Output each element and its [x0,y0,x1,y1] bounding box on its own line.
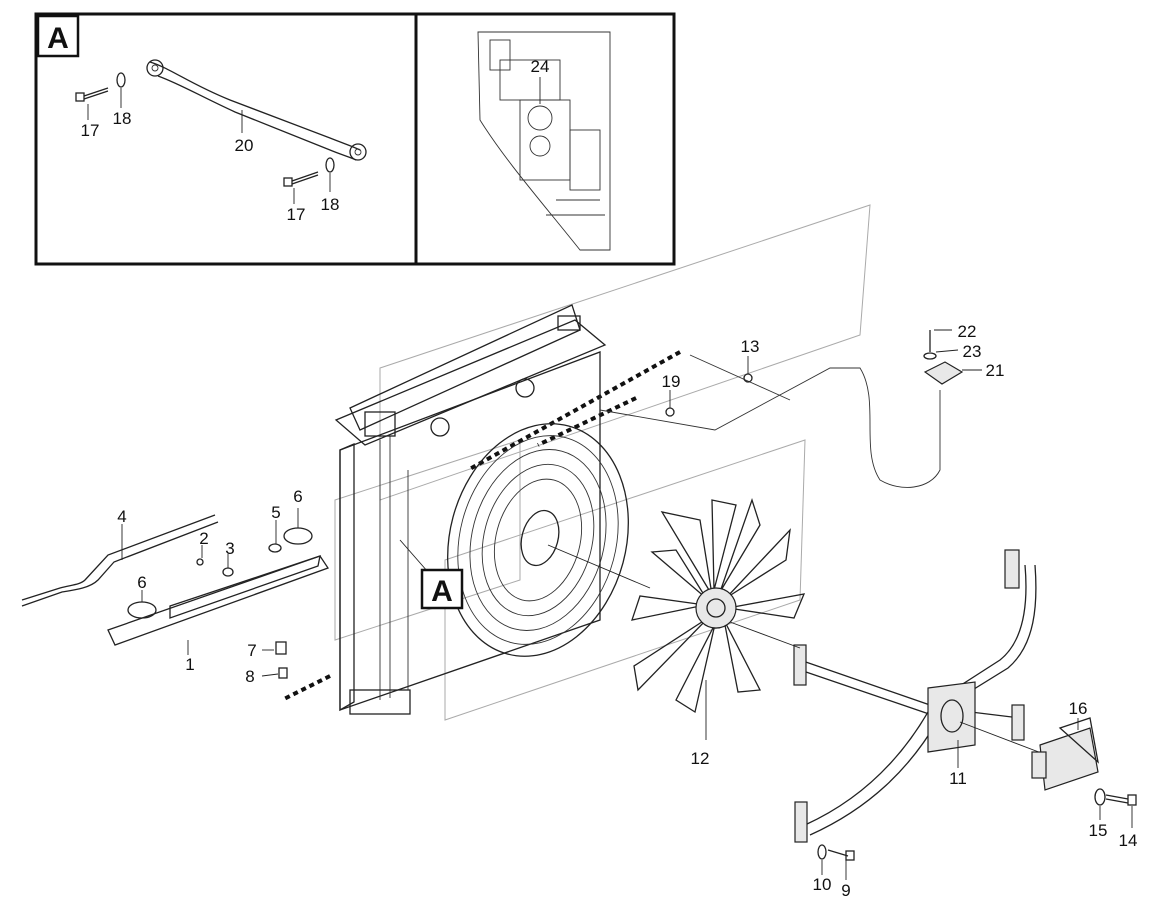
washer-18-right [325,157,335,173]
callout-17-b: 17 [287,205,306,224]
bolt-17-right [283,171,319,187]
detail-label-box [36,14,80,58]
callout-7: 7 [247,641,256,660]
small-parts-left [127,508,313,679]
callout-label-box [420,568,464,610]
bolt-7 [275,641,287,655]
fan-bracket-11 [729,549,1045,843]
callout-19: 19 [662,372,681,391]
callout-20: 20 [235,136,254,155]
detail-view-box: A [34,12,676,266]
fan-12 [631,497,806,740]
callout-18-a: 18 [113,109,132,128]
spacer-8 [278,667,288,679]
callout-2: 2 [199,529,208,548]
washer-5 [268,543,282,553]
callout-17-a: 17 [81,121,100,140]
dashed-routes [281,350,681,702]
callout-18-b: 18 [321,195,340,214]
callout-labels: 17 18 20 17 18 24 4 2 3 5 6 6 1 7 8 13 1… [81,57,1138,900]
bolt-2 [196,558,204,566]
detail-callout-marker: A [399,539,464,610]
washer-18-left [116,72,126,88]
tie-rod-20 [146,59,367,161]
rubber-strip-4 [21,514,219,607]
callout-6-right: 6 [293,487,302,506]
mount-bracket-1 [107,555,330,655]
callout-4: 4 [117,507,126,526]
washer-10 [817,844,827,860]
detail-frame [34,12,676,266]
washer-6-right [283,527,313,545]
cable-harness [599,354,941,488]
callout-23: 23 [963,342,982,361]
callout-24: 24 [531,57,550,76]
bracket-21 [923,329,982,385]
callout-3: 3 [225,539,234,558]
callout-12: 12 [691,749,710,768]
callout-15: 15 [1089,821,1108,840]
callout-11: 11 [949,769,967,788]
radiator-assembly [334,304,607,715]
watermark [334,204,871,721]
callout-16: 16 [1069,699,1088,718]
callout-9: 9 [841,881,850,900]
callout-8: 8 [245,667,254,686]
callout-13: 13 [741,337,760,356]
detail-callout-label: A [431,575,453,608]
engine-detail-sketch [477,31,611,251]
callout-5: 5 [271,503,280,522]
callout-6-left: 6 [137,573,146,592]
callout-14: 14 [1119,831,1138,850]
bolt-14 [1105,794,1137,806]
detail-view-label: A [47,22,69,55]
bolt-17-left [75,87,109,102]
washer-3 [222,567,234,577]
callout-22: 22 [958,322,977,341]
motor-16 [1031,717,1099,791]
callout-1: 1 [185,655,194,674]
fan-guard [447,423,651,657]
callout-21: 21 [986,361,1005,380]
washer-6-left [127,601,157,619]
washer-15 [1094,788,1106,806]
callout-10: 10 [813,875,832,894]
bolt-9 [827,849,855,861]
